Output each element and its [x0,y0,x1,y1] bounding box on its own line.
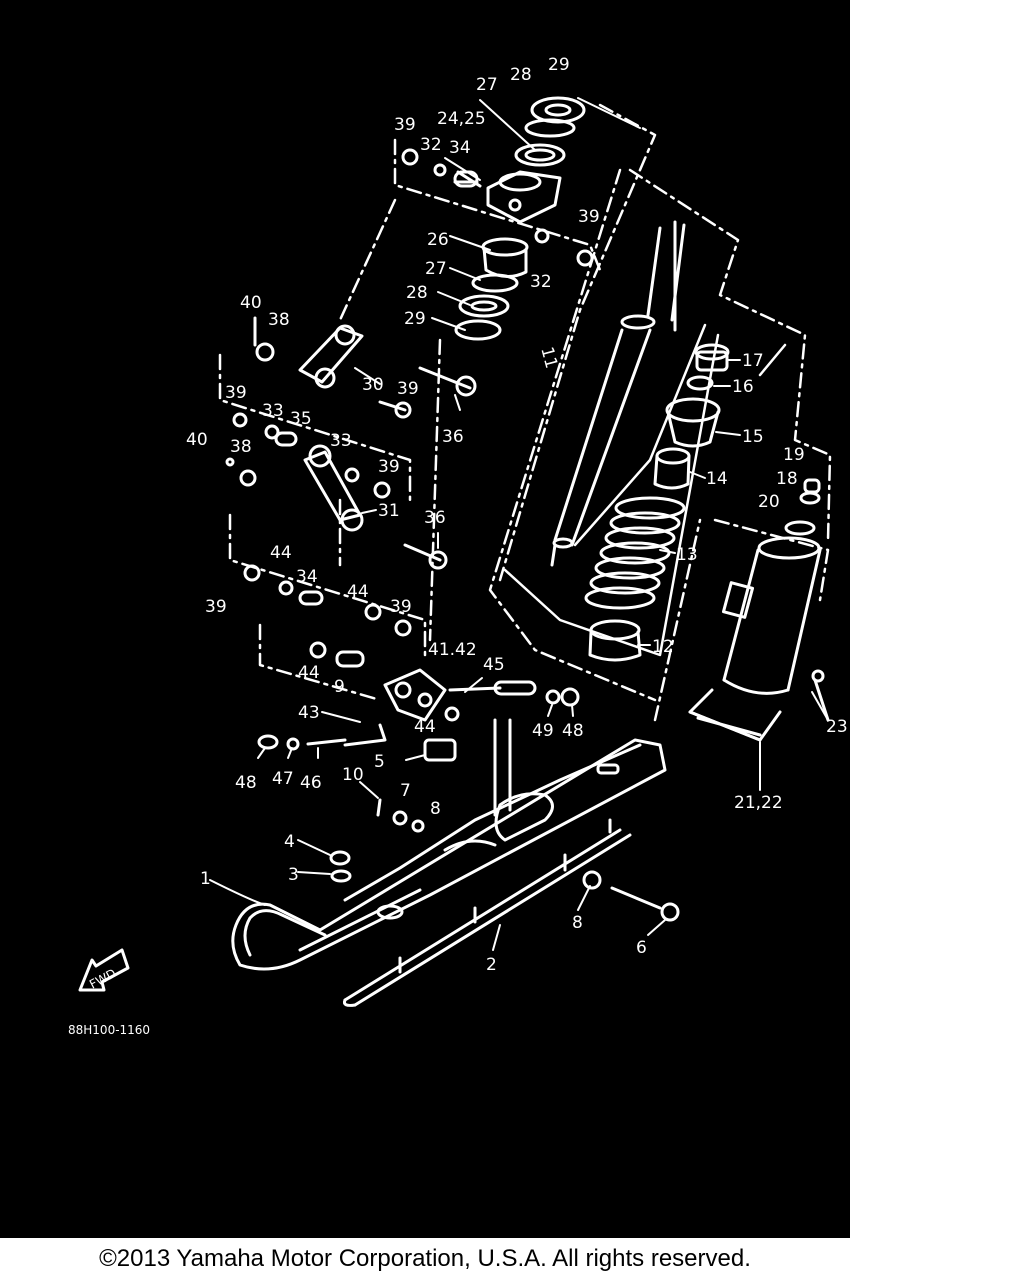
cap-19 [803,478,821,494]
callout-3: 3 [288,865,299,885]
leader-lines [209,97,829,951]
callout-39: 39 [225,383,247,403]
parts-diagram: 29 28 27 24,25 39 32 34 39 32 26 27 28 2… [0,0,850,1238]
callout-39: 39 [397,379,419,399]
washer-32b [534,228,550,244]
callout-2: 2 [486,955,497,975]
callout-29: 29 [548,55,570,75]
callout-44: 44 [347,582,369,602]
callout-40: 40 [186,430,208,450]
bump-stop-14 [653,447,691,490]
callout-39: 39 [205,597,227,617]
callout-36: 36 [424,508,446,528]
callout-26: 26 [427,230,449,250]
callout-32: 32 [530,272,552,292]
callout-9: 9 [334,677,345,697]
callout-45: 45 [483,655,505,675]
callout-5: 5 [374,752,385,772]
fwd-arrow-icon [78,948,130,992]
callout-17: 17 [742,351,764,371]
lower-link-31 [225,412,448,570]
callout-38: 38 [268,310,290,330]
callout-39: 39 [394,115,416,135]
washer-32a [433,163,447,177]
callout-31: 31 [378,501,400,521]
shock-group-outline [573,323,787,547]
callout-44: 44 [270,543,292,563]
callout-12: 12 [652,637,674,657]
callout-34: 34 [449,138,471,158]
callout-7: 7 [400,781,411,801]
collar-16 [686,375,714,391]
callout-39: 39 [390,597,412,617]
spring-seat-12 [588,619,642,662]
callout-28: 28 [406,283,428,303]
wear-pad-5 [423,738,457,762]
callout-28: 28 [510,65,532,85]
runner-2 [343,818,632,1007]
washer-stack-upper [514,96,586,167]
bolt-23 [813,678,830,722]
callout-27: 27 [476,75,498,95]
callout-49: 49 [532,721,554,741]
callout-44: 44 [298,663,320,683]
callout-32: 32 [420,135,442,155]
callout-33: 33 [330,431,352,451]
callout-18: 18 [776,469,798,489]
callout-47: 47 [272,769,294,789]
callout-33: 33 [262,401,284,421]
callout-11: 11 [536,345,561,371]
upper-link-30 [253,316,477,419]
callout-39: 39 [578,207,600,227]
callout-20: 20 [758,492,780,512]
bushing-17 [694,343,730,361]
callout-4: 4 [284,832,295,852]
callout-43: 43 [298,703,320,723]
callout-8: 8 [430,799,441,819]
callout-38: 38 [230,437,252,457]
steering-arm [453,170,562,224]
callout-40: 40 [240,293,262,313]
callout-30: 30 [362,375,384,395]
drawing-number: 88H100-1160 [68,1023,150,1037]
ski-saddle [343,668,580,747]
copyright-notice: ©2013 Yamaha Motor Corporation, U.S.A. A… [99,1245,751,1272]
coil-spring-13 [584,496,686,610]
washer-stack-lower [454,237,529,341]
ski-1 [231,718,667,971]
nut-39b [576,249,594,267]
callout-10: 10 [342,765,364,785]
callout-29: 29 [404,309,426,329]
callout-48: 48 [562,721,584,741]
exploded-view-drawing: 29 28 27 24,25 39 32 34 39 32 26 27 28 2… [68,55,848,1037]
callout-8: 8 [572,913,583,933]
callout-41-42: 41.42 [428,640,477,660]
washer-20 [784,520,816,536]
shock-rod [550,220,686,567]
callout-44: 44 [414,717,436,737]
callout-16: 16 [732,377,754,397]
callout-24-25: 24,25 [437,109,486,129]
callout-23: 23 [826,717,848,737]
callout-34: 34 [296,567,318,587]
nut-18 [799,491,821,505]
callout-35: 35 [290,409,312,429]
spring-seat-15 [665,397,721,448]
callout-21-22: 21,22 [734,793,783,813]
callout-15: 15 [742,427,764,447]
callout-1: 1 [200,869,211,889]
callout-27: 27 [425,259,447,279]
assembly-group-lines [218,103,832,722]
callout-36: 36 [442,427,464,447]
callout-39: 39 [378,457,400,477]
callout-13: 13 [676,545,698,565]
callout-14: 14 [706,469,728,489]
shock-housing [688,536,822,742]
callout-48: 48 [235,773,257,793]
callout-6: 6 [636,938,647,958]
nut-39a [401,148,419,166]
callout-46: 46 [300,773,322,793]
callout-19: 19 [783,445,805,465]
